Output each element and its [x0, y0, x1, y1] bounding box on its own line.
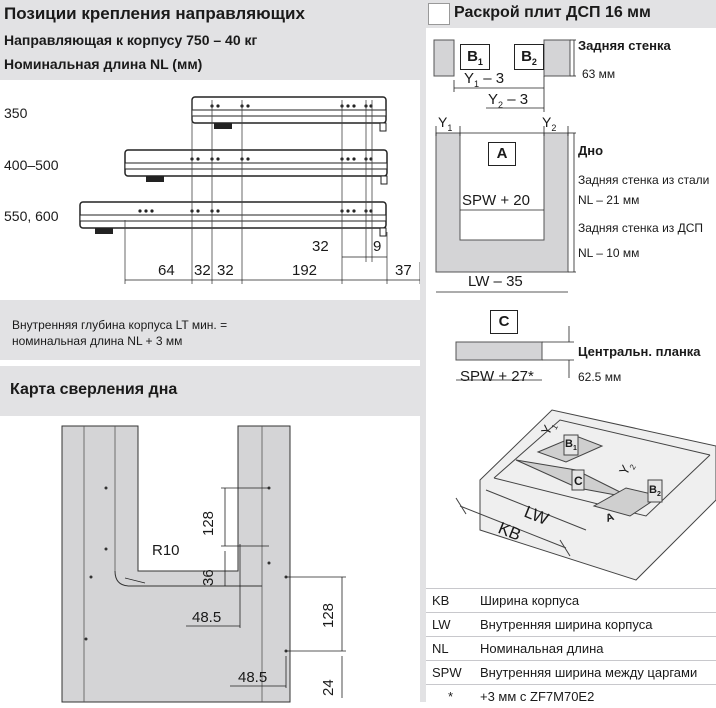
iso-b1-letter: B [565, 438, 573, 450]
legend-desc: +3 мм с ZF7M70E2 [480, 689, 595, 704]
legend-row: KB Ширина корпуса [426, 588, 716, 612]
dim-y1-minus-3: Y1 – 3 [464, 70, 504, 89]
iso-b2-letter: B [649, 484, 657, 496]
legend-abbr: NL [432, 641, 449, 656]
slide-550-600 [79, 201, 387, 237]
back-panel-label: Задняя стенка [578, 38, 671, 53]
dim-y1-tail: – 3 [479, 70, 505, 87]
legend-abbr: KB [432, 593, 450, 608]
b2-sub: 2 [531, 57, 537, 67]
iso-b2-label: B2 [649, 484, 661, 498]
legend-abbr: * [448, 689, 454, 704]
dim-128-upper: 128 [200, 510, 217, 536]
iso-b1-label: B1 [565, 438, 577, 452]
dim-y2-sub: 2 [498, 100, 504, 110]
y2-label: Y2 [542, 114, 556, 133]
cutting-panel: Раскрой плит ДСП 16 мм [426, 0, 716, 704]
chip-back-value: NL – 10 мм [578, 246, 640, 260]
chip-back-label: Задняя стенка из ДСП [578, 221, 704, 235]
mounting-note-box [0, 300, 420, 360]
drilling-panel: Карта сверления дна [0, 366, 420, 703]
legend-row: * +3 мм с ZF7M70E2 [426, 684, 716, 708]
slide-350 [191, 96, 387, 132]
mounting-note-line2: номинальная длина NL + 3 мм [12, 334, 183, 348]
dim-y1-letter: Y [464, 70, 475, 87]
drilling-header [0, 366, 420, 416]
cutting-header [426, 0, 716, 28]
mounting-note-line1: Внутренняя глубина корпуса LT мин. = [12, 318, 228, 332]
mounting-panel: Позиции крепления направляющих Направляю… [0, 0, 421, 360]
central-strip-label: Центральн. планка [578, 344, 701, 359]
dim-9: 9 [373, 238, 382, 255]
dim-32-top: 32 [312, 238, 329, 255]
dim-r10: R10 [152, 542, 180, 559]
dim-37: 37 [395, 262, 412, 279]
dim-48-5-lower: 48.5 [238, 669, 268, 686]
dim-lw-minus-35: LW – 35 [468, 273, 523, 290]
dim-24: 24 [320, 679, 337, 696]
dim-64: 64 [158, 262, 175, 279]
drilling-drawing [61, 425, 346, 703]
row-label-350: 350 [4, 105, 28, 121]
back-panel-value: 63 мм [582, 67, 616, 81]
dim-128-lower: 128 [320, 602, 337, 628]
dim-32-right: 32 [217, 262, 234, 279]
b1-letter: B [467, 48, 478, 65]
panel-divider [420, 0, 426, 702]
dim-36: 36 [200, 569, 217, 586]
slides-drawing [79, 96, 421, 284]
dim-spw-plus-20: SPW + 20 [462, 192, 530, 209]
b1-label: B1 [460, 44, 490, 70]
legend-desc: Ширина корпуса [480, 593, 580, 608]
cutting-title: Раскрой плит ДСП 16 мм [454, 4, 651, 21]
c-label: C [490, 310, 518, 334]
cutting-drawing [433, 39, 716, 581]
mounting-header [0, 0, 420, 80]
bottom-panel-label: Дно [578, 143, 604, 158]
drilling-title: Карта сверления дна [10, 381, 178, 398]
row-label-400-500: 400–500 [4, 157, 59, 173]
legend-abbr: LW [432, 617, 451, 632]
dim-32-left: 32 [194, 262, 211, 279]
dim-spw-plus-27: SPW + 27* [460, 368, 534, 385]
b2-letter: B [521, 48, 532, 65]
dim-y1-sub: 1 [474, 79, 480, 89]
dim-y2-letter: Y [488, 91, 499, 108]
central-strip-value: 62.5 мм [578, 370, 622, 384]
iso-b2-sub: 2 [656, 491, 661, 499]
legend-desc: Номинальная длина [480, 641, 604, 656]
b1-sub: 1 [477, 57, 483, 67]
iso-c-label: C [574, 474, 583, 488]
row-label-550-600: 550, 600 [4, 208, 59, 224]
legend-abbr: SPW [432, 665, 462, 680]
iso-cabinet [455, 409, 716, 581]
steel-back-value: NL – 21 мм [578, 193, 640, 207]
legend: KB Ширина корпуса LW Внутренняя ширина к… [426, 588, 716, 708]
a-label: A [488, 142, 516, 166]
y2-letter: Y [542, 114, 552, 130]
dim-48-5-upper: 48.5 [192, 609, 222, 626]
b2-label: B2 [514, 44, 544, 70]
legend-desc: Внутренняя ширина корпуса [480, 617, 653, 632]
cutting-icon [428, 3, 450, 25]
legend-row: LW Внутренняя ширина корпуса [426, 612, 716, 636]
y1-label: Y1 [438, 114, 452, 133]
dim-192: 192 [292, 262, 318, 279]
mounting-subtitle-length: Номинальная длина NL (мм) [4, 56, 203, 72]
dim-y2-tail: – 3 [503, 91, 529, 108]
y1-sub: 1 [447, 122, 453, 133]
legend-row: SPW Внутренняя ширина между царгами [426, 660, 716, 684]
slide-400-500 [124, 149, 388, 185]
dim-y2-minus-3: Y2 – 3 [488, 91, 528, 110]
legend-row: NL Номинальная длина [426, 636, 716, 660]
mounting-subtitle-load: Направляющая к корпусу 750 – 40 кг [4, 32, 258, 48]
y2-sub: 2 [551, 122, 557, 133]
iso-b1-sub: 1 [572, 445, 577, 453]
y1-letter: Y [438, 114, 448, 130]
steel-back-label: Задняя стенка из стали [578, 173, 710, 187]
mounting-title: Позиции крепления направляющих [4, 4, 305, 23]
legend-desc: Внутренняя ширина между царгами [480, 665, 698, 680]
